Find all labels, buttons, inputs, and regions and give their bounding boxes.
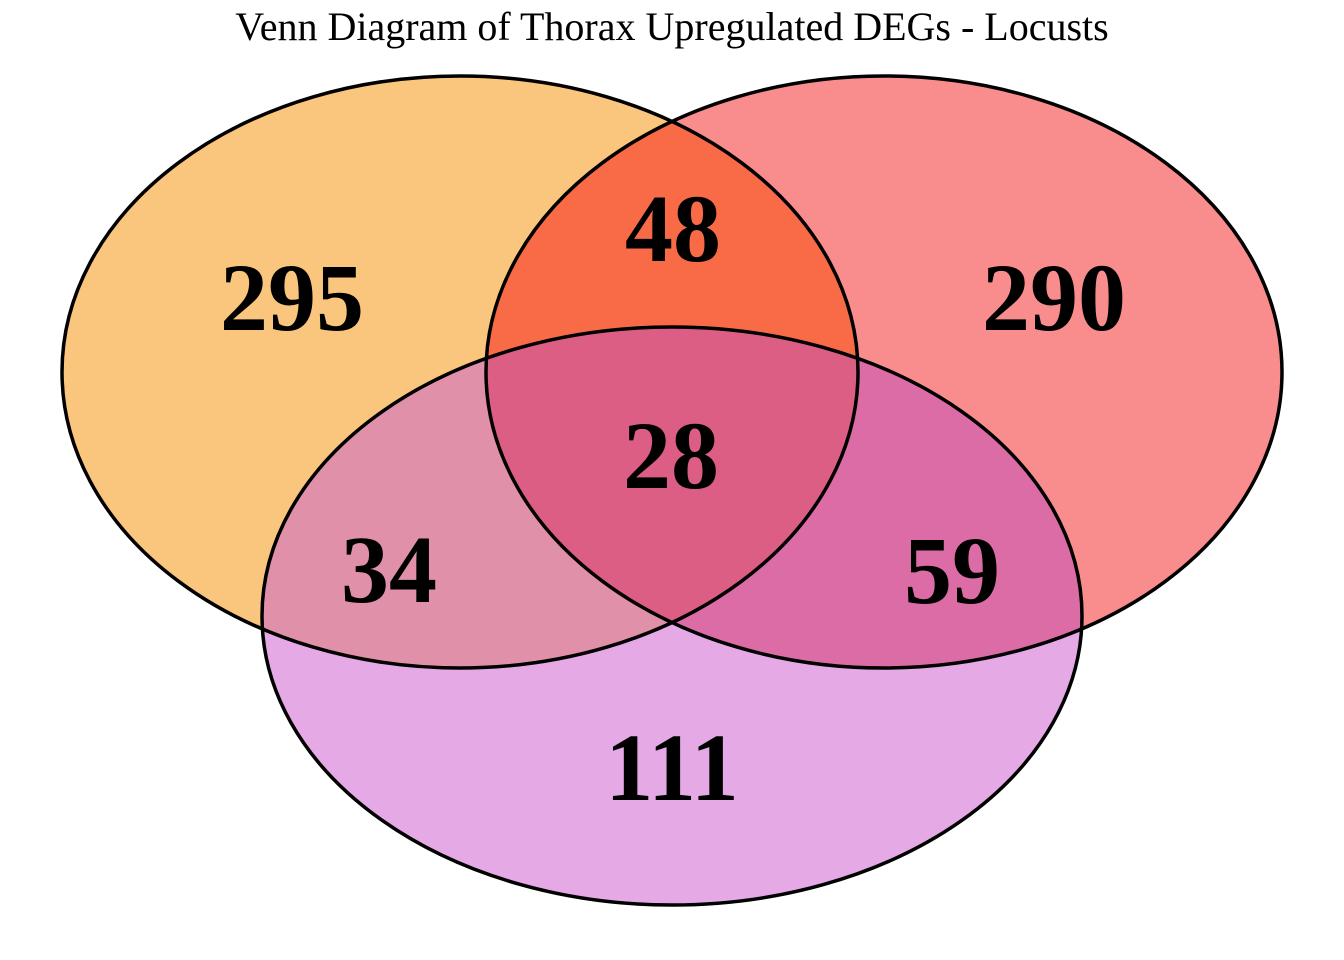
count-left-only: 295 [220, 244, 364, 351]
count-right-bottom-overlap: 59 [904, 517, 1000, 624]
count-left-bottom-overlap: 34 [341, 516, 437, 623]
count-left-right-overlap: 48 [625, 175, 721, 282]
left-set-outline [60, 74, 860, 670]
count-bottom-only: 111 [605, 714, 738, 821]
right-set-outline [484, 74, 1284, 670]
count-triple-overlap: 28 [623, 402, 719, 509]
triple-overlap-region [486, 327, 858, 668]
chart-title: Venn Diagram of Thorax Upregulated DEGs … [235, 4, 1108, 49]
bottom-set-outline [260, 325, 1084, 907]
count-right-only: 290 [982, 244, 1126, 351]
